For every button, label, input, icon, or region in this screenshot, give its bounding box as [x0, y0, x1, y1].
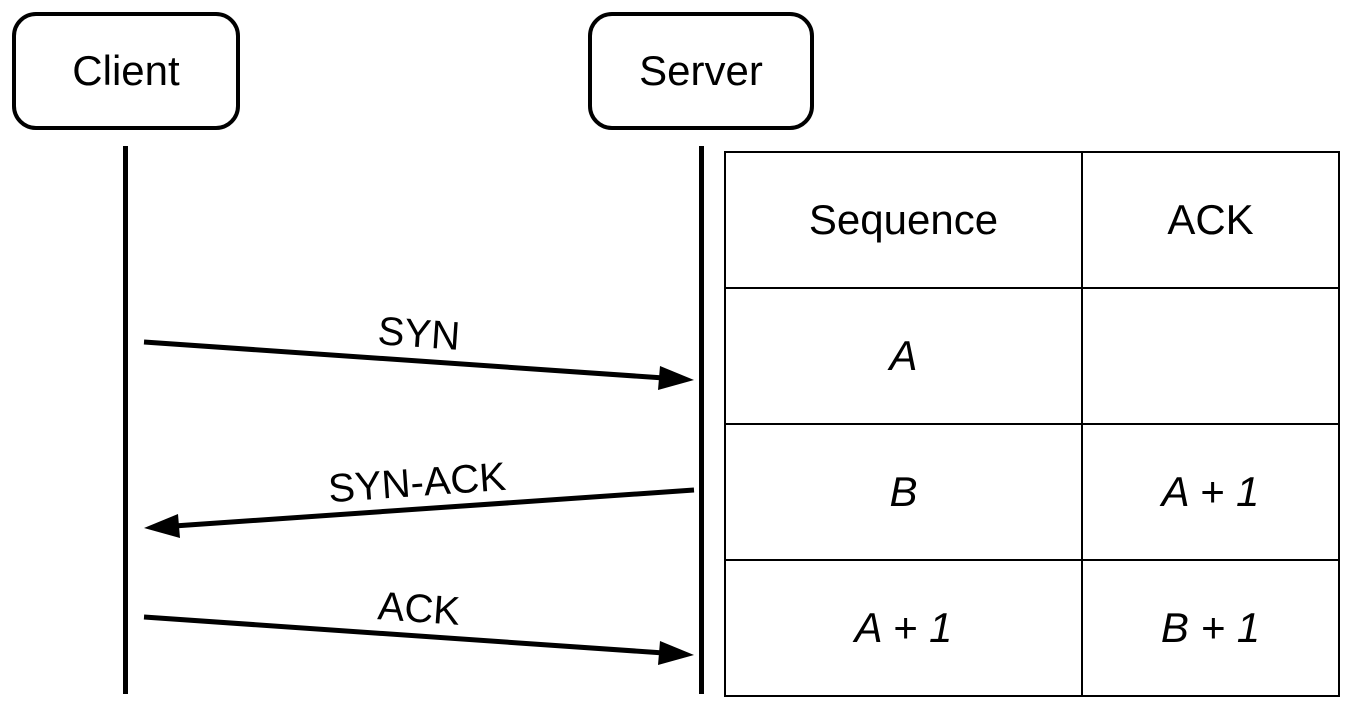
- arrowhead-icon: [144, 514, 180, 538]
- arrowhead-icon: [658, 366, 694, 390]
- arrowhead-icon: [658, 641, 694, 665]
- server-participant-box: Server: [588, 12, 814, 130]
- table-row: B A + 1: [724, 423, 1340, 561]
- client-label: Client: [72, 47, 180, 94]
- header-ack: ACK: [1081, 151, 1340, 289]
- cell-sequence: A + 1: [724, 559, 1083, 697]
- cell-ack: B + 1: [1081, 559, 1340, 697]
- ack-label: ACK: [376, 584, 461, 634]
- client-participant-box: Client: [12, 12, 240, 130]
- ack-arrow: ACK: [143, 584, 694, 665]
- table-row: A + 1 B + 1: [724, 559, 1340, 697]
- server-label: Server: [639, 47, 763, 94]
- syn-label: SYN: [376, 309, 461, 359]
- cell-sequence: A: [724, 287, 1083, 425]
- syn-arrow: SYN: [143, 309, 694, 390]
- cell-ack: A + 1: [1081, 423, 1340, 561]
- syn-ack-arrow: SYN-ACK: [144, 455, 695, 538]
- server-lifeline: [699, 146, 704, 694]
- cell-sequence: B: [724, 423, 1083, 561]
- header-sequence: Sequence: [724, 151, 1083, 289]
- table-header-row: Sequence ACK: [724, 151, 1340, 289]
- table-row: A: [724, 287, 1340, 425]
- sequence-ack-table: Sequence ACK A B A + 1 A + 1 B + 1: [724, 151, 1340, 697]
- cell-ack: [1081, 287, 1340, 425]
- client-lifeline: [123, 146, 128, 694]
